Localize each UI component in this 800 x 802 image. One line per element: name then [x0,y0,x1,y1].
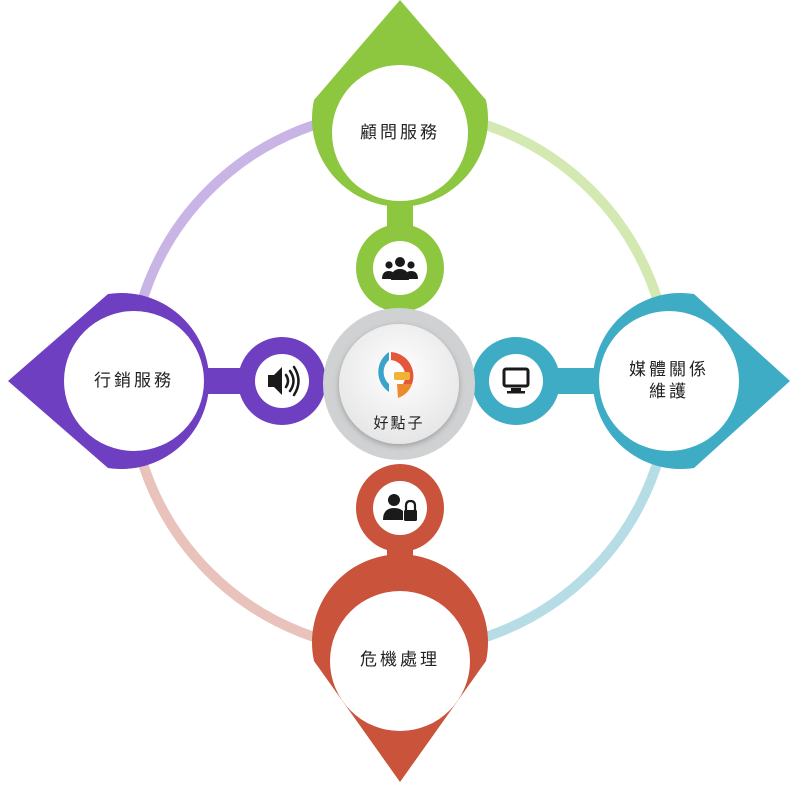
node-right-label-line2: 維護 [649,382,689,402]
center-label: 好點子 [373,414,425,432]
center-node[interactable] [323,308,475,460]
node-right-label-line1: 媒體關係 [629,360,709,380]
logo-icon [378,352,414,398]
user-lock-icon [383,494,417,521]
monitor-icon [502,367,530,394]
node-bottom-label: 危機處理 [360,650,440,670]
speaker-icon [268,365,300,397]
node-left[interactable] [8,293,326,469]
node-top[interactable] [312,0,488,312]
right-label-circle [599,311,739,451]
right-icon-circle [489,354,543,408]
users-icon [382,257,418,280]
node-right[interactable] [472,293,790,469]
node-left-label: 行銷服務 [94,371,174,391]
node-top-label: 顧問服務 [360,123,440,143]
bottom-icon-circle [373,481,427,535]
left-label-circle [64,311,204,451]
top-label-circle [332,65,468,201]
top-icon-circle [373,241,427,295]
bottom-label-circle [330,591,470,731]
node-bottom[interactable] [312,464,489,782]
node-right-label: 媒體關係 維護 [609,359,729,403]
